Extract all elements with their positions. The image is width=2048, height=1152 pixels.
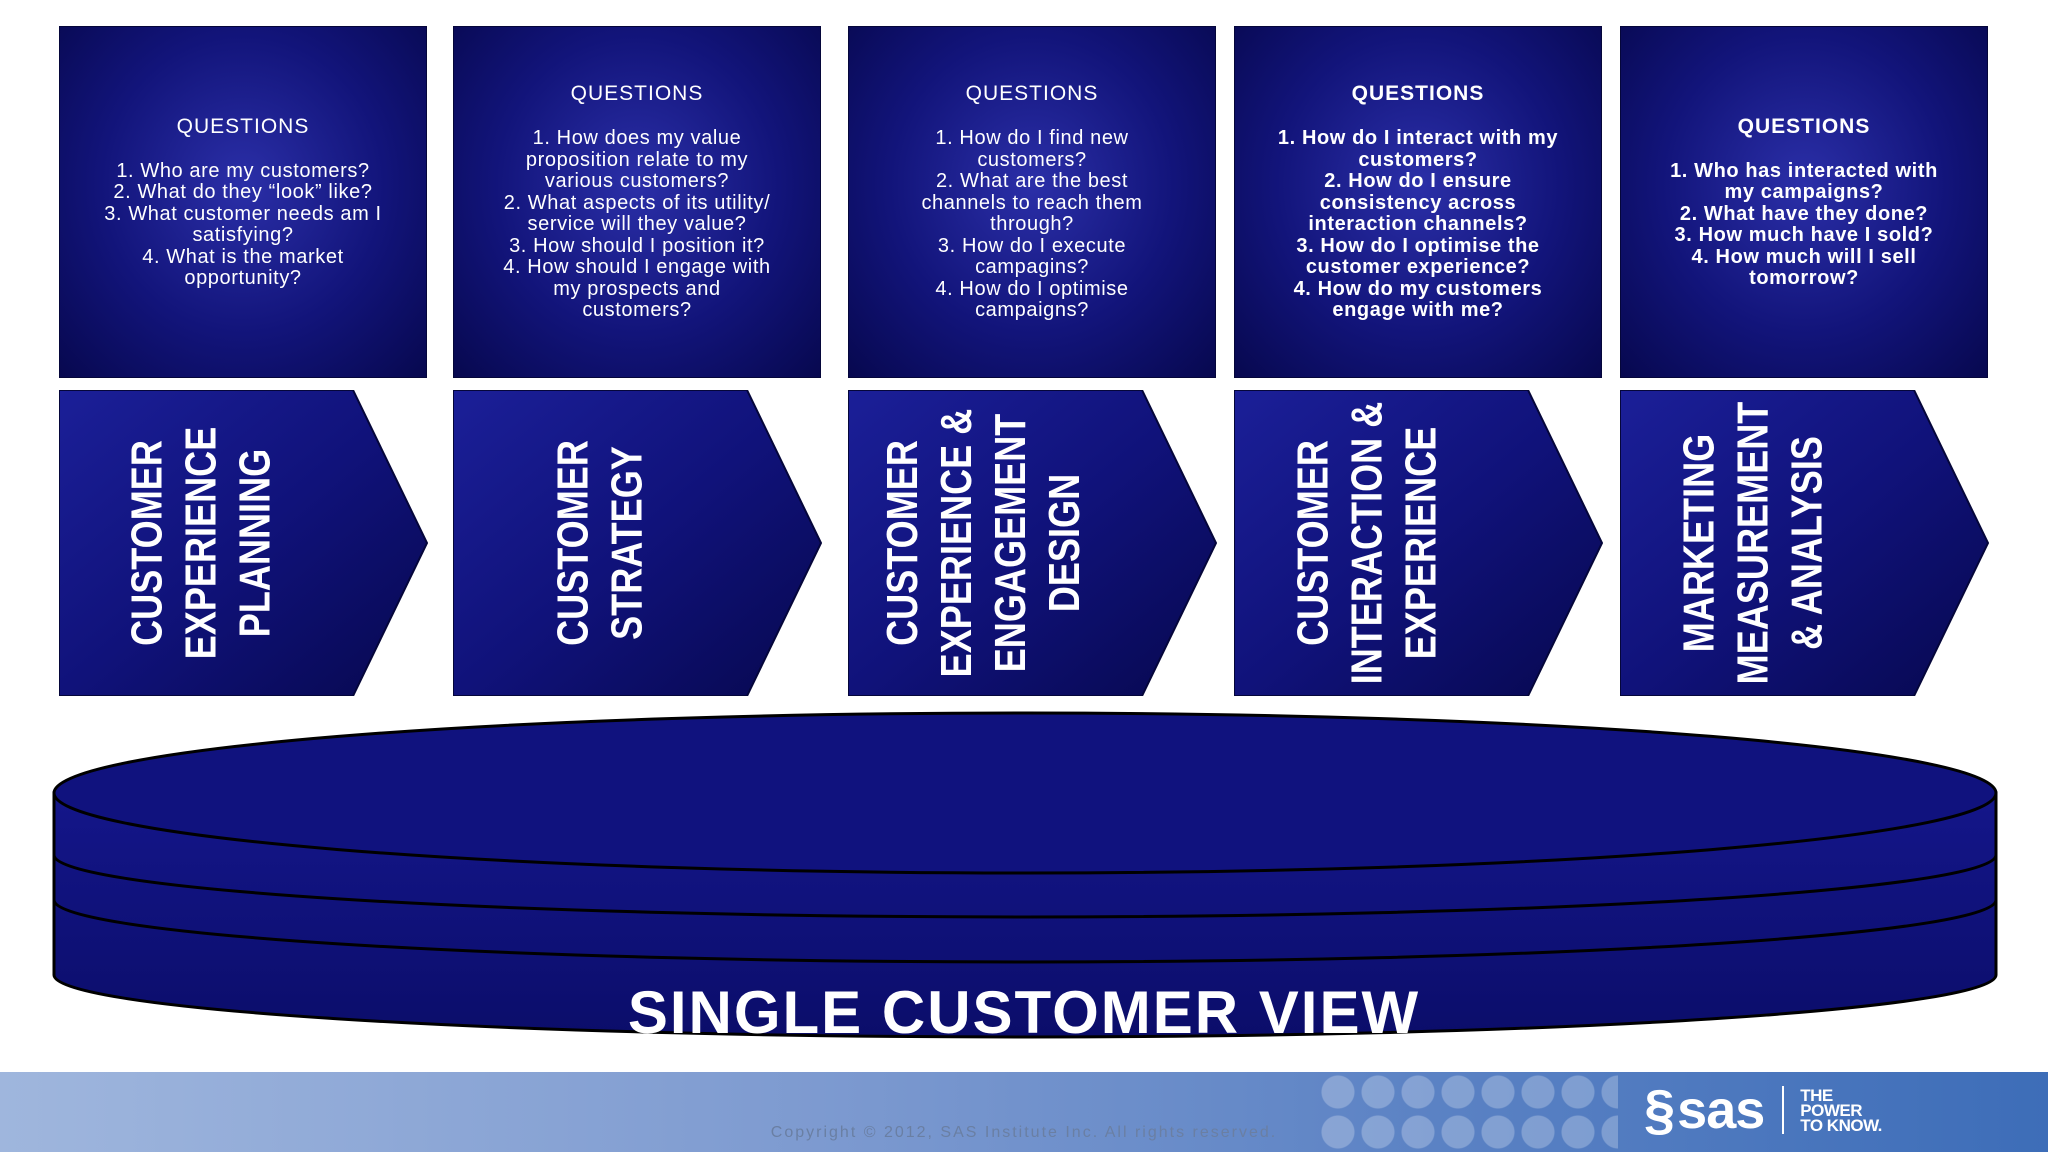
questions-box-4: QUESTIONS 1. How do I interact with my c… [1234, 26, 1602, 378]
stage-label-line: MARKETING [1673, 433, 1723, 653]
chevron-shape [59, 390, 428, 696]
question-line: interaction channels? [1308, 213, 1528, 236]
question-line: consistency across [1319, 191, 1517, 214]
question-line: channels to reach them [921, 191, 1143, 214]
questions-heading: QUESTIONS [1351, 82, 1485, 106]
stage-chevron-3: CUSTOMER EXPERIENCE & ENGAGEMENT DESIGN [848, 390, 1217, 696]
question-line: 4. How much will I sell [1691, 245, 1917, 268]
question-line: 2. What do they “look” like? [113, 181, 373, 203]
tagline-line: THE [1800, 1085, 1833, 1105]
footer-bar [0, 1072, 2048, 1152]
stage-label: MARKETING MEASUREMENT & ANALYSIS [1672, 371, 1834, 716]
question-line: 1. How does my value [532, 127, 742, 150]
question-line: 1. How do I find new [935, 127, 1129, 150]
stage-chevron-1: CUSTOMER EXPERIENCE PLANNING [59, 390, 428, 696]
stage-label-line: CUSTOMER [1287, 440, 1337, 646]
questions-heading: QUESTIONS [176, 114, 310, 138]
questions-box-5: QUESTIONS 1. Who has interacted with my … [1620, 26, 1988, 378]
stage-label-line: PLANNING [229, 448, 279, 638]
questions-box-3: QUESTIONS 1. How do I find new customers… [848, 26, 1216, 378]
stage-label-line: DESIGN [1039, 473, 1089, 613]
sas-wordmark: sas [1677, 1080, 1765, 1140]
question-line: my campaigns? [1724, 181, 1884, 203]
question-line: customers? [582, 299, 692, 322]
question-line: engage with me? [1332, 299, 1504, 322]
tagline-line: TO KNOW. [1800, 1115, 1882, 1135]
stage-label-line: CUSTOMER [547, 440, 597, 646]
tagline-line: POWER [1800, 1100, 1862, 1120]
question-line: opportunity? [184, 267, 302, 289]
stage-label-line: MEASUREMENT [1727, 401, 1777, 685]
stage-label-line: EXPERIENCE & [931, 408, 981, 678]
question-line: campagins? [975, 256, 1089, 279]
questions-heading: QUESTIONS [570, 82, 704, 106]
chevron-shape [1620, 390, 1989, 696]
copyright-text: Copyright © 2012, SAS Institute Inc. All… [770, 1124, 1278, 1141]
question-line: customers? [1358, 148, 1478, 171]
question-line: my prospects and [553, 277, 721, 300]
question-line: various customers? [544, 170, 730, 193]
sas-tagline: THE POWER TO KNOW. [1800, 1085, 1882, 1135]
question-line: 2. How do I ensure [1324, 170, 1512, 193]
stage-label: CUSTOMER INTERACTION & EXPERIENCE [1286, 371, 1448, 716]
question-line: 1. How do I interact with my [1277, 127, 1559, 150]
question-line: 4. How do I optimise [935, 277, 1129, 300]
question-line: 3. How should I position it? [509, 234, 765, 257]
question-line: tomorrow? [1749, 267, 1859, 289]
questions-heading: QUESTIONS [965, 82, 1099, 106]
question-line: 3. How much have I sold? [1674, 224, 1934, 246]
question-line: 4. How do my customers [1293, 277, 1543, 300]
stage-chevron-5: MARKETING MEASUREMENT & ANALYSIS [1620, 390, 1989, 696]
stage-label: CUSTOMER EXPERIENCE & ENGAGEMENT DESIGN [875, 379, 1091, 707]
question-line: 2. What are the best [935, 170, 1129, 193]
stage-chevron-4: CUSTOMER INTERACTION & EXPERIENCE [1234, 390, 1603, 696]
database-label: SINGLE CUSTOMER VIEW [627, 979, 1421, 1046]
sas-swirl-icon: § [1644, 1078, 1676, 1141]
question-line: 2. What aspects of its utility/ [503, 191, 771, 214]
question-line: 1. Who are my customers? [116, 159, 370, 182]
question-line: 3. How do I execute [937, 234, 1127, 257]
questions-box-2: QUESTIONS 1. How does my value propositi… [453, 26, 821, 378]
footer-dot-pattern [1318, 1072, 1618, 1152]
stage-label-line: EXPERIENCE [175, 426, 225, 660]
stage-label-line: STRATEGY [601, 446, 651, 640]
question-line: through? [990, 213, 1074, 236]
sas-logo: § sas THE POWER TO KNOW. [1644, 1078, 1882, 1141]
question-line: customer experience? [1305, 256, 1531, 279]
question-line: service will they value? [527, 213, 747, 236]
stage-label: CUSTOMER EXPERIENCE PLANNING [120, 401, 282, 685]
question-line: customers? [977, 148, 1087, 171]
stage-label-line: ENGAGEMENT [985, 413, 1035, 673]
question-line: 4. How should I engage with [503, 256, 771, 279]
questions-heading: QUESTIONS [1737, 114, 1871, 138]
question-line: 3. What customer needs am I [104, 202, 382, 225]
chevron-shape [848, 390, 1217, 696]
question-line: 2. What have they done? [1679, 202, 1929, 225]
stage-label-line: EXPERIENCE [1395, 426, 1445, 660]
stage-label-line: & ANALYSIS [1781, 436, 1831, 650]
chevron-shape [1234, 390, 1603, 696]
single-customer-view-database [52, 711, 1998, 1039]
logo-divider [1782, 1086, 1785, 1134]
question-line: satisfying? [192, 224, 294, 246]
question-line: 3. How do I optimise the [1296, 234, 1540, 257]
question-line: proposition relate to my [525, 148, 749, 171]
stage-chevron-2: CUSTOMER STRATEGY [453, 390, 822, 696]
question-line: 1. Who has interacted with [1670, 159, 1938, 182]
questions-box-1: QUESTIONS 1. Who are my customers? 2. Wh… [59, 26, 427, 378]
chevron-shape [453, 390, 822, 696]
stage-label: CUSTOMER STRATEGY [546, 418, 654, 669]
stage-label-line: INTERACTION & [1341, 401, 1391, 685]
question-line: campaigns? [975, 299, 1089, 322]
stage-label-line: CUSTOMER [877, 440, 927, 646]
stage-label-line: CUSTOMER [121, 440, 171, 646]
question-line: 4. What is the market [142, 245, 344, 268]
